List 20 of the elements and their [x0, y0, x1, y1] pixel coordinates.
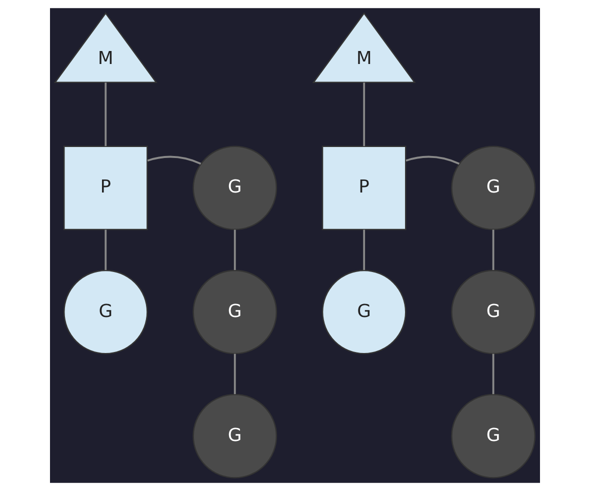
- connector: [146, 156, 201, 165]
- node-circle: G: [192, 146, 277, 230]
- connector: [405, 156, 460, 165]
- node-box: P: [62, 146, 148, 230]
- node-circle: G: [450, 394, 536, 478]
- connector: [233, 230, 236, 270]
- connector: [362, 230, 365, 270]
- node-circle: G: [192, 394, 277, 478]
- connector: [104, 230, 106, 270]
- node-circle: G: [62, 270, 148, 354]
- node-circle: G: [450, 270, 536, 354]
- connector: [492, 354, 494, 394]
- node-circle: G: [192, 270, 277, 354]
- node-circle: G: [450, 146, 536, 230]
- connector: [362, 82, 365, 146]
- connector: [233, 354, 236, 394]
- node-circle: G: [321, 270, 406, 354]
- node-box: P: [321, 146, 406, 230]
- connector: [492, 230, 494, 270]
- connector: [104, 82, 106, 146]
